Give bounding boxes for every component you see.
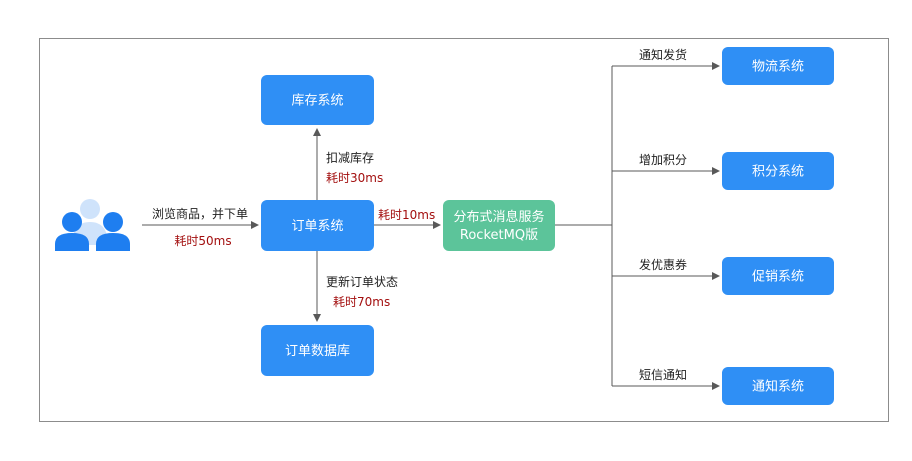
node-order-db-label: 订单数据库 <box>285 343 350 359</box>
node-order-label: 订单系统 <box>291 219 343 234</box>
label-update-time: 耗时70ms <box>333 295 390 309</box>
label-ship: 通知发货 <box>639 47 687 62</box>
node-mq-label-1: 分布式消息服务 <box>453 209 544 225</box>
node-inventory-label: 库存系统 <box>291 93 343 109</box>
label-deduct: 扣减库存 <box>326 150 374 165</box>
label-deduct-time: 耗时30ms <box>326 171 383 185</box>
node-notify: 通知系统 <box>722 367 834 405</box>
label-browse: 浏览商品，并下单 <box>152 206 248 221</box>
node-promo: 促销系统 <box>722 257 834 295</box>
label-update: 更新订单状态 <box>326 274 398 289</box>
node-mq: 分布式消息服务 RocketMQ版 <box>443 200 555 251</box>
label-add-points: 增加积分 <box>639 153 687 167</box>
node-notify-label: 通知系统 <box>752 379 804 395</box>
node-points-label: 积分系统 <box>752 165 804 180</box>
node-order-db: 订单数据库 <box>261 325 374 376</box>
node-logistics: 物流系统 <box>722 47 834 85</box>
users-icon <box>55 199 130 251</box>
node-logistics-label: 物流系统 <box>752 60 804 75</box>
node-promo-label: 促销系统 <box>752 270 804 285</box>
node-order: 订单系统 <box>261 200 374 251</box>
diagram-frame <box>39 38 889 422</box>
node-inventory: 库存系统 <box>261 75 374 125</box>
node-mq-label-2: RocketMQ版 <box>460 228 538 243</box>
connectors <box>142 62 720 390</box>
node-points: 积分系统 <box>722 152 834 190</box>
label-to-mq-time: 耗时10ms <box>378 208 435 222</box>
label-coupon: 发优惠券 <box>639 257 687 272</box>
label-sms: 短信通知 <box>639 368 687 382</box>
label-browse-time: 耗时50ms <box>174 234 231 248</box>
